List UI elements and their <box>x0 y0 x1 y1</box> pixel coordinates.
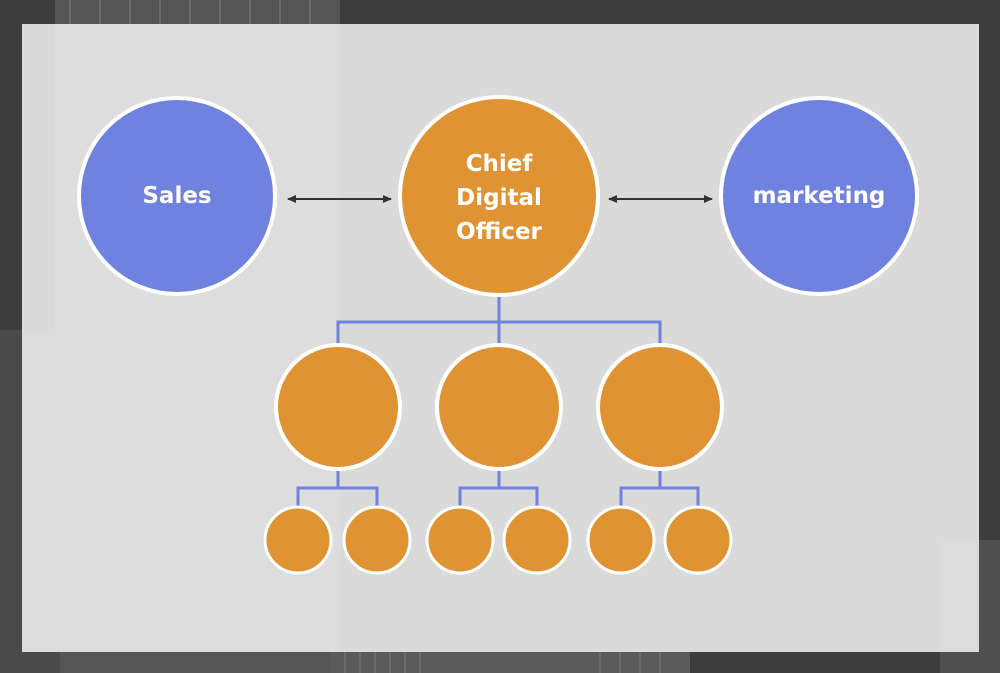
connector-l1c-bar <box>619 486 700 508</box>
connector-l1b-bar <box>458 486 539 508</box>
node-marketing: marketing <box>719 96 919 296</box>
node-report-3 <box>596 343 724 471</box>
node-subreport-2b <box>502 505 572 575</box>
node-subreport-3b <box>663 505 733 575</box>
node-marketing-label: marketing <box>753 183 886 209</box>
node-chief-digital-officer: Chief Digital Officer <box>398 95 600 297</box>
tree-connectors <box>296 295 700 508</box>
node-cdo-label-line3: Officer <box>456 219 542 245</box>
node-sales-label: Sales <box>142 183 211 209</box>
node-subreport-1b <box>342 505 412 575</box>
node-cdo-label-line2: Digital <box>456 185 542 211</box>
node-cdo-label-line1: Chief <box>466 151 534 177</box>
node-report-1 <box>274 343 402 471</box>
connector-l1a-bar <box>296 486 379 508</box>
node-subreport-1a <box>263 505 333 575</box>
node-subreport-2a <box>425 505 495 575</box>
node-report-2 <box>435 343 563 471</box>
node-subreport-3a <box>586 505 656 575</box>
node-sales: Sales <box>77 96 277 296</box>
